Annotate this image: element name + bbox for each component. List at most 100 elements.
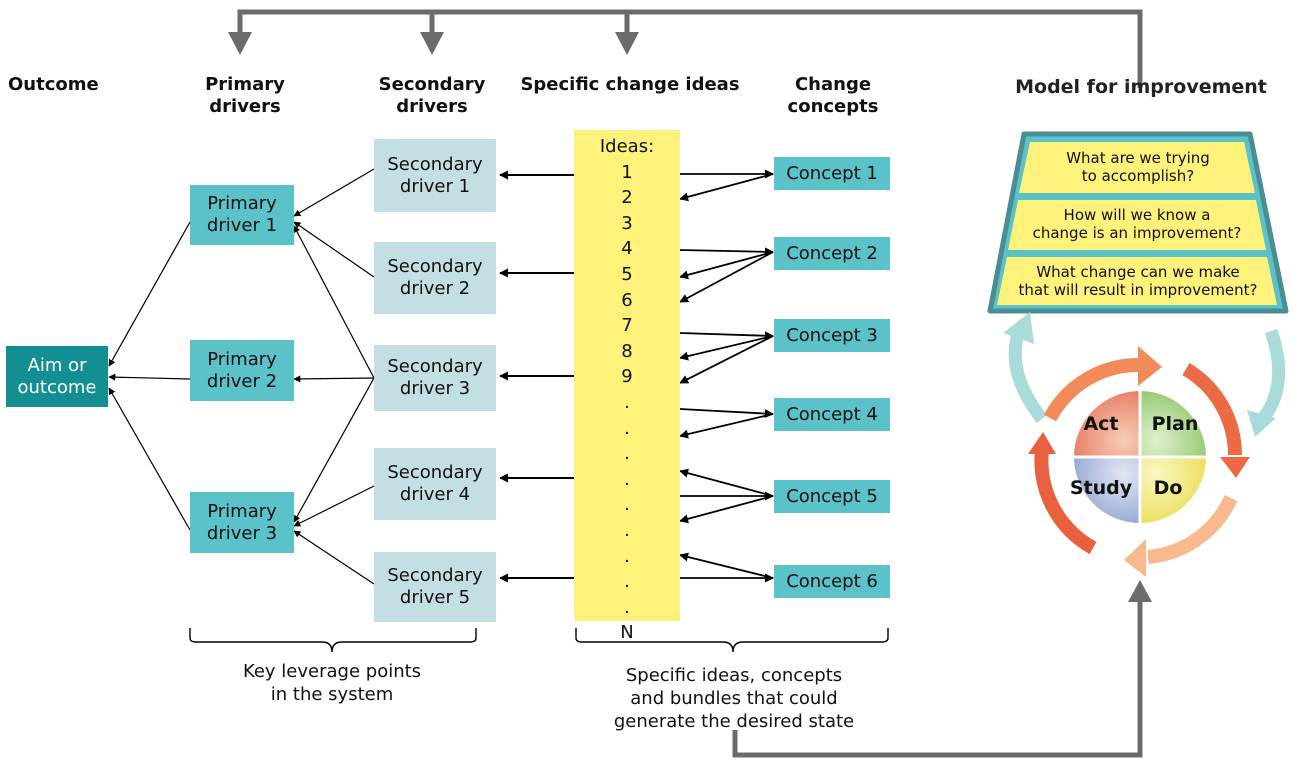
idea-item: 2 <box>621 187 633 209</box>
primary-driver-3: Primary driver 3 <box>190 492 294 553</box>
teal-cycle-arrows <box>1003 312 1286 437</box>
aim-box: Aim or outcome <box>6 346 108 407</box>
concept-6: Concept 6 <box>774 565 890 598</box>
concept-5-label: Concept 5 <box>786 485 878 507</box>
caption-key-leverage: Key leverage points in the system <box>212 660 452 706</box>
header-secondary-drivers: Secondary drivers <box>372 74 492 118</box>
header-secondary-line2: drivers <box>396 96 468 117</box>
header-secondary-line1: Secondary <box>378 74 486 95</box>
idea-item-n: N <box>620 622 634 644</box>
brace-specific <box>575 628 889 653</box>
secondary-to-primary-arrows <box>293 168 375 585</box>
idea-ellipsis: . <box>624 571 630 593</box>
idea-item: 9 <box>621 366 633 388</box>
idea-item: 3 <box>621 212 633 234</box>
header-primary-drivers: Primary drivers <box>195 74 295 118</box>
ideas-label: Ideas: <box>599 136 655 157</box>
feedback-arrowheads <box>228 32 639 55</box>
header-concepts-line2: concepts <box>787 96 879 117</box>
ideas-to-secondary-arrows <box>499 170 574 583</box>
secondary-driver-3-line1: Secondary <box>387 356 483 377</box>
concept-6-label: Concept 6 <box>786 570 878 592</box>
aim-line2: outcome <box>17 376 97 398</box>
question-accomplish: What are we trying to accomplish? <box>1030 149 1246 185</box>
pdsa-act-label: Act <box>1083 413 1119 435</box>
idea-item: 7 <box>621 315 633 337</box>
secondary-driver-1-line1: Secondary <box>387 153 483 175</box>
question-2-line2: change is an improvement? <box>1032 224 1242 242</box>
concept-5: Concept 5 <box>774 480 890 513</box>
concept-3-label: Concept 3 <box>786 324 878 346</box>
header-specific-change-ideas: Specific change ideas <box>520 74 740 95</box>
secondary-driver-2-line2: driver 2 <box>399 278 471 299</box>
pdsa-study-label: Study <box>1069 477 1133 499</box>
idea-item: 4 <box>621 238 633 260</box>
idea-ellipsis: . <box>624 468 630 490</box>
secondary-driver-2: Secondary driver 2 <box>374 242 496 314</box>
question-3-line2: that will result in improvement? <box>1018 281 1258 299</box>
pdsa-cycle-arrowheads <box>1028 346 1250 577</box>
feedback-up-arrowhead <box>1128 580 1152 602</box>
secondary-driver-5-line2: driver 5 <box>399 587 471 608</box>
secondary-driver-5: Secondary driver 5 <box>374 552 496 622</box>
secondary-driver-4-line2: driver 4 <box>399 484 471 505</box>
pdsa-plan-label: Plan <box>1151 413 1199 435</box>
idea-item: 5 <box>621 263 633 285</box>
idea-ellipsis: . <box>624 596 630 618</box>
secondary-driver-3: Secondary driver 3 <box>374 345 496 411</box>
secondary-driver-1: Secondary driver 1 <box>374 139 496 212</box>
concept-4-label: Concept 4 <box>786 403 878 425</box>
primary-to-aim-arrows <box>108 221 191 531</box>
header-outcome: Outcome <box>8 74 99 95</box>
primary-driver-2-line2: driver 2 <box>206 370 278 392</box>
question-3-line1: What change can we make <box>1036 263 1240 281</box>
idea-item: 8 <box>621 340 633 362</box>
feedback-line-bottom <box>732 596 1143 758</box>
concept-1-label: Concept 1 <box>786 162 878 184</box>
idea-item: 1 <box>621 161 633 183</box>
primary-driver-1-line1: Primary <box>207 193 277 214</box>
secondary-driver-1-line2: driver 1 <box>399 175 471 197</box>
header-change-concepts: Change concepts <box>778 74 888 118</box>
concept-2: Concept 2 <box>774 237 890 270</box>
primary-driver-3-line1: Primary <box>207 500 277 522</box>
caption-specific-line3: generate the desired state <box>613 711 855 732</box>
header-concepts-line1: Change <box>794 74 872 95</box>
secondary-driver-4: Secondary driver 4 <box>374 448 496 520</box>
concept-1: Concept 1 <box>774 157 890 190</box>
secondary-driver-4-line1: Secondary <box>387 462 483 483</box>
idea-ellipsis: . <box>624 545 630 567</box>
primary-driver-2: Primary driver 2 <box>190 340 294 401</box>
idea-ellipsis: . <box>624 391 630 413</box>
concept-2-label: Concept 2 <box>786 242 878 264</box>
caption-specific-ideas: Specific ideas, concepts and bundles tha… <box>594 664 874 733</box>
concept-3: Concept 3 <box>774 319 890 352</box>
caption-leverage-line2: in the system <box>270 684 394 705</box>
primary-driver-1: Primary driver 1 <box>190 185 294 245</box>
primary-driver-1-line2: driver 1 <box>206 215 278 236</box>
concept-4: Concept 4 <box>774 398 890 431</box>
question-1-line2: to accomplish? <box>1081 167 1195 185</box>
secondary-driver-2-line1: Secondary <box>387 256 483 277</box>
aim-line1: Aim or <box>27 354 87 376</box>
header-model-for-improvement: Model for improvement <box>1015 76 1267 98</box>
idea-item: 6 <box>621 289 633 311</box>
secondary-driver-5-line1: Secondary <box>387 565 483 586</box>
secondary-driver-3-line2: driver 3 <box>399 378 471 399</box>
header-primary-line2: drivers <box>209 96 281 117</box>
caption-leverage-line1: Key leverage points <box>242 661 422 682</box>
primary-driver-3-line2: driver 3 <box>206 522 278 544</box>
question-know-improvement: How will we know a change is an improvem… <box>1016 206 1258 242</box>
pdsa-cycle-arrows <box>1034 357 1242 564</box>
idea-ellipsis: . <box>624 519 630 541</box>
primary-driver-2-line1: Primary <box>207 348 277 370</box>
question-funnel <box>987 131 1289 314</box>
ideas-column: Ideas: 1 2 3 4 5 6 7 8 9 . . . . . . . .… <box>574 130 680 643</box>
idea-ellipsis: . <box>624 443 630 465</box>
pdsa-wheel <box>1074 391 1206 523</box>
brace-leverage <box>189 628 477 653</box>
header-primary-line1: Primary <box>205 74 285 95</box>
caption-specific-line1: Specific ideas, concepts <box>625 665 843 686</box>
